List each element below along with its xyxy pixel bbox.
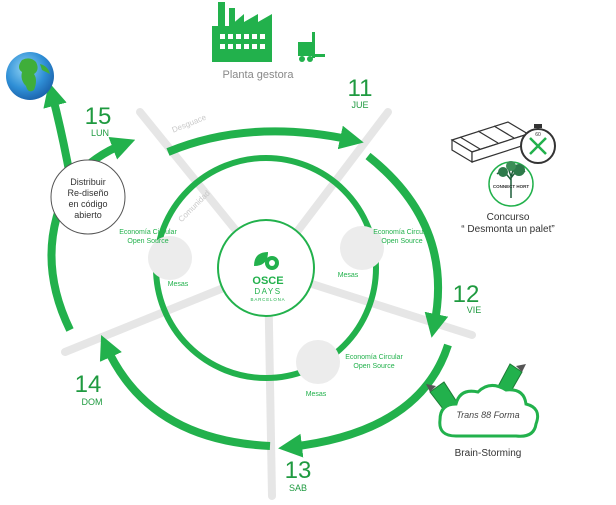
- distribuir-line2: Re-diseño: [67, 188, 108, 198]
- brainstorm-graphic: Trans 88 Forma: [426, 363, 540, 438]
- economia-west-2: Open Source: [127, 238, 168, 245]
- brainstorm-label: Brain-Storming: [455, 448, 522, 459]
- arrow-to-vie: [365, 152, 449, 338]
- distribuir-line1: Distribuir: [70, 177, 106, 187]
- connecthort-logo: CONNECT HORT: [488, 161, 534, 207]
- mesas-south: Mesas: [306, 391, 327, 398]
- factory-icon: [212, 2, 272, 62]
- node-south: [296, 340, 340, 384]
- economia-east-1: Economía Circular: [373, 229, 431, 236]
- day-13-num: 13: [285, 457, 312, 484]
- node-labels: Economía Circular Open Source Mesas Econ…: [119, 229, 431, 398]
- day-15-num: 15: [85, 103, 112, 130]
- day-11-num: 11: [348, 75, 373, 102]
- day-14-num: 14: [75, 371, 102, 398]
- connecthort-text: CONNECT HORT: [493, 184, 529, 189]
- spoke-label-desguace: Desguace: [171, 113, 208, 135]
- day-14-name: DOM: [82, 397, 103, 407]
- stopwatch-icon: 60: [520, 124, 556, 164]
- economia-south-2: Open Source: [353, 363, 394, 370]
- day-13-name: SAB: [289, 483, 307, 493]
- node-east: [340, 226, 384, 270]
- arrow-to-sab: [278, 343, 452, 458]
- forklift-icon: [298, 32, 325, 62]
- pallet-icon: [450, 121, 530, 164]
- leaf-icon: [254, 252, 268, 266]
- economia-east-2: Open Source: [381, 238, 422, 245]
- node-west: [148, 236, 192, 280]
- arrow-to-jue: [166, 125, 364, 156]
- arrow-to-dom: [99, 335, 271, 450]
- distribuir-node: Distribuir Re-diseño en código abierto: [50, 159, 126, 235]
- economia-south-1: Economía Circular: [345, 354, 403, 361]
- logo-osce: OSCE: [252, 275, 283, 287]
- globe-icon: [6, 52, 54, 100]
- table-nodes: [148, 226, 384, 384]
- distribuir-circle: [50, 159, 126, 235]
- inner-ring: [217, 219, 315, 317]
- mesas-east: Mesas: [338, 272, 359, 279]
- logo-barcelona: BARCELONA: [251, 297, 286, 302]
- distribuir-line3: en código: [68, 199, 107, 209]
- osce-logo: OSCE DAYS BARCELONA: [251, 252, 286, 302]
- economia-west-1: Economía Circular: [119, 229, 177, 236]
- day-labels: 11 JUE 12 VIE 13 SAB 14 DOM 15 LUN: [75, 75, 482, 493]
- logo-days: DAYS: [254, 287, 281, 296]
- mesas-west: Mesas: [168, 281, 189, 288]
- distribuir-line4: abierto: [74, 210, 102, 220]
- concurso-title: Concurso: [487, 212, 530, 223]
- plant-label: Planta gestora: [223, 69, 295, 81]
- cloud-icon: [438, 384, 540, 438]
- day-15-name: LUN: [91, 128, 109, 138]
- day-11-name: JUE: [351, 100, 368, 110]
- brainstorm-script: Trans 88 Forma: [456, 410, 519, 420]
- concurso-subtitle: “ Desmonta un palet”: [461, 224, 554, 235]
- gear-icon-hole: [269, 260, 275, 266]
- day-12-num: 12: [453, 281, 480, 308]
- day-12-name: VIE: [467, 305, 482, 315]
- timer-label: 60: [535, 132, 541, 138]
